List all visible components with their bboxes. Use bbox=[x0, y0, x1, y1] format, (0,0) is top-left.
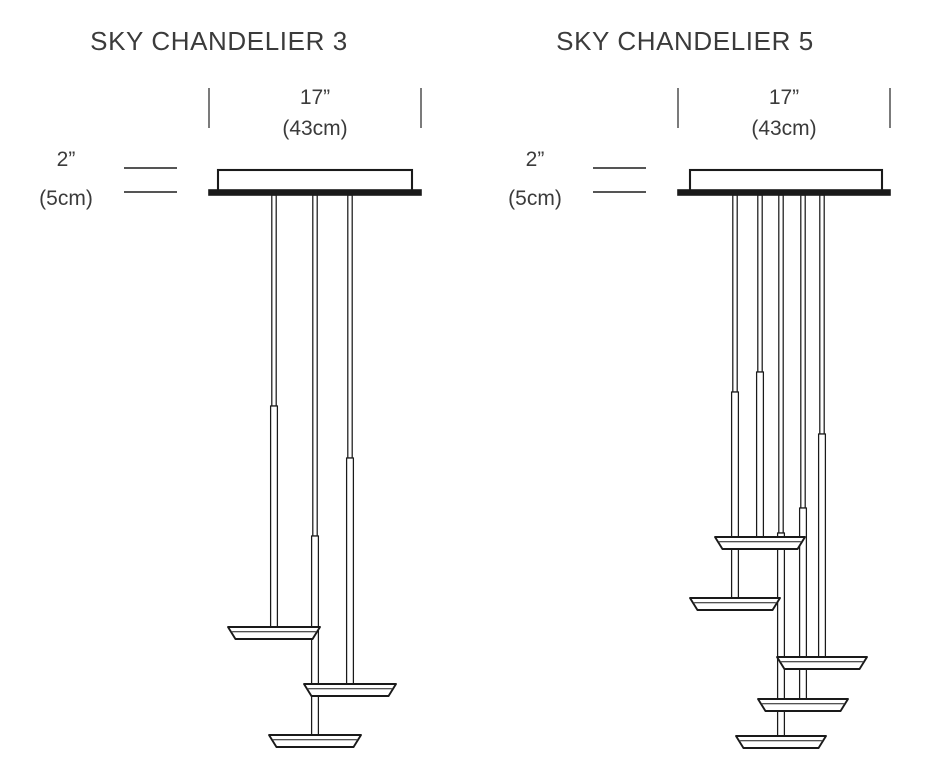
shade-group-3 bbox=[227, 626, 397, 748]
pendant-shade-3 bbox=[268, 734, 362, 748]
rod-group-3 bbox=[269, 194, 355, 742]
rod-5 bbox=[817, 194, 827, 664]
panel-title-5: SKY CHANDELIER 5 bbox=[556, 26, 814, 56]
width-dim-imperial: 17” bbox=[300, 86, 330, 109]
rod-2 bbox=[310, 194, 320, 742]
pendant-shade-5 bbox=[735, 735, 827, 749]
width-dim-imperial: 17” bbox=[769, 86, 799, 109]
pendant-shade-2 bbox=[303, 683, 397, 697]
height-dim-metric: (5cm) bbox=[508, 187, 562, 210]
rod-2 bbox=[755, 194, 765, 544]
height-dim-imperial: 2” bbox=[57, 148, 76, 171]
rod-4 bbox=[798, 194, 808, 706]
pendant-shade-3 bbox=[776, 656, 868, 670]
rod-3 bbox=[345, 194, 355, 691]
width-dimension-5: 17” (43cm) bbox=[677, 86, 891, 140]
panel-sky-chandelier-5: SKY CHANDELIER 5 17” (43cm) 2” (5cm) bbox=[508, 26, 891, 749]
rod-1 bbox=[269, 194, 279, 634]
canopy-body-5 bbox=[688, 168, 884, 194]
panel-sky-chandelier-3: SKY CHANDELIER 3 17” (43cm) 2” (5cm) bbox=[39, 26, 422, 748]
pendant-shade-2 bbox=[689, 597, 781, 611]
height-dim-metric: (5cm) bbox=[39, 187, 93, 210]
width-dim-metric: (43cm) bbox=[282, 117, 347, 140]
canopy-plate-5 bbox=[677, 189, 891, 196]
panel-title-3: SKY CHANDELIER 3 bbox=[90, 26, 348, 56]
height-dim-imperial: 2” bbox=[526, 148, 545, 171]
width-dim-metric: (43cm) bbox=[751, 117, 816, 140]
height-dimension-3: 2” (5cm) bbox=[39, 148, 177, 210]
pendant-shade-4 bbox=[757, 698, 849, 712]
pendant-shade-1 bbox=[227, 626, 321, 640]
shade-group-5 bbox=[689, 536, 868, 749]
width-dimension-3: 17” (43cm) bbox=[208, 86, 422, 140]
canopy-body-3 bbox=[216, 168, 414, 194]
canopy-plate-3 bbox=[208, 189, 422, 196]
pendant-shade-1 bbox=[714, 536, 806, 550]
height-dimension-5: 2” (5cm) bbox=[508, 148, 646, 210]
